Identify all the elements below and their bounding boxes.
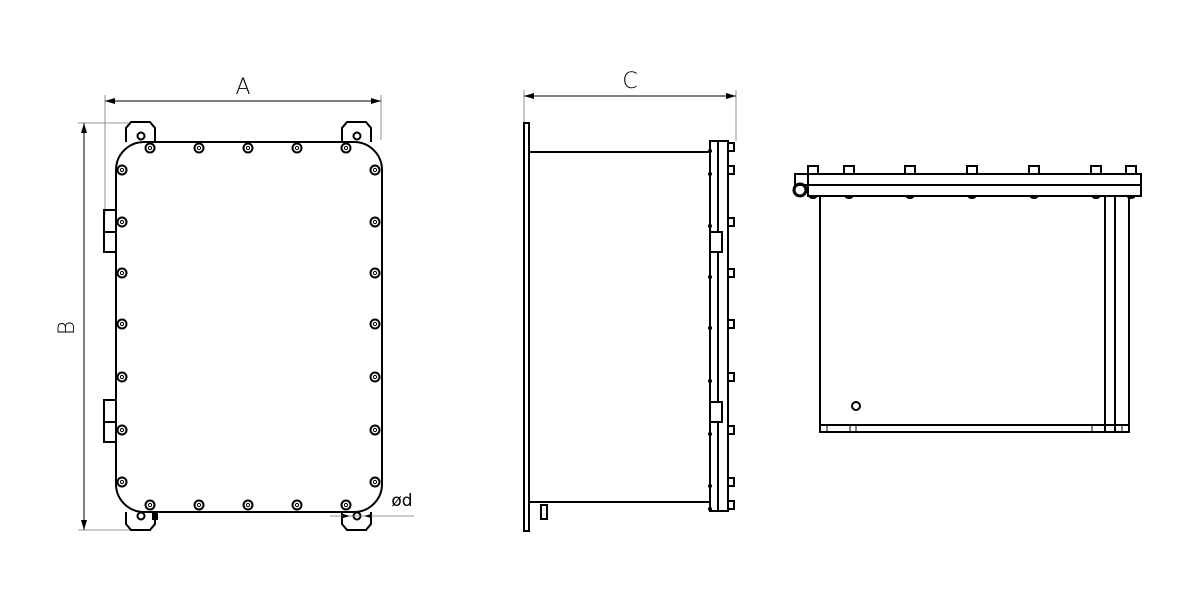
bolt-head [966, 165, 978, 175]
lug-hole [136, 131, 146, 141]
nut [708, 275, 712, 279]
dim-c-label: C [622, 69, 637, 94]
bolt-icon [242, 499, 254, 511]
bolt-icon [369, 371, 381, 383]
front-view: A B ød [55, 75, 414, 531]
hinge [709, 401, 723, 423]
bolt-head [904, 165, 916, 175]
dim-b-label: B [55, 321, 80, 335]
bolt-icon [242, 142, 254, 154]
bolt-head [727, 142, 735, 152]
enclosure-body [819, 195, 1130, 433]
nut [708, 326, 712, 330]
bolt-head [1125, 165, 1137, 175]
ground-screw [152, 512, 158, 520]
dim-d-arrows [343, 514, 371, 518]
bolt-icon [369, 424, 381, 436]
bolt-head [727, 500, 735, 510]
mounting-lug-bottom-left [125, 512, 156, 531]
bolt-head [727, 372, 735, 382]
cover-bolts [116, 142, 381, 511]
bolt-icon [116, 371, 128, 383]
cable-entry-hole [851, 401, 861, 411]
nut [708, 484, 712, 488]
bolt-icon [369, 216, 381, 228]
bolt-icon [144, 499, 156, 511]
nut [708, 432, 712, 436]
hinge-pin [792, 182, 808, 198]
bolt-icon [291, 142, 303, 154]
top-view [792, 165, 1142, 433]
bolt-head [727, 425, 735, 435]
hinge [103, 399, 117, 423]
bolt-head [1090, 165, 1102, 175]
bolt-icon [369, 476, 381, 488]
dim-a-label: A [235, 75, 250, 100]
bolt-icon [193, 142, 205, 154]
ground-screw [540, 504, 548, 520]
side-bolts [708, 142, 735, 511]
hinge [103, 231, 117, 253]
bolt-icon [369, 318, 381, 330]
bolt-icon [340, 499, 352, 511]
bolt-icon [116, 267, 128, 279]
bolt-icon [144, 142, 156, 154]
bolt-head [727, 165, 735, 175]
bolt-icon [193, 499, 205, 511]
hinge [103, 421, 117, 443]
bolt-head [807, 165, 819, 175]
bolt-icon [340, 142, 352, 154]
bolt-head [1028, 165, 1040, 175]
mounting-lug-top-right [341, 121, 372, 142]
enclosure-cover [115, 141, 383, 513]
bolt-head [727, 217, 735, 227]
hinge [103, 209, 117, 233]
bolt-icon [116, 164, 128, 176]
top-bolts [807, 165, 1137, 199]
nut [708, 507, 712, 511]
lug-hole [136, 511, 146, 521]
bolt-icon [116, 476, 128, 488]
mounting-lug-bottom-right [341, 512, 372, 531]
bolt-icon [116, 318, 128, 330]
bolt-icon [369, 164, 381, 176]
nut [708, 224, 712, 228]
mounting-lug-top-left [125, 121, 156, 142]
bolt-head [727, 319, 735, 329]
bolt-icon [116, 216, 128, 228]
nut [708, 172, 712, 176]
nut [708, 149, 712, 153]
side-view: C [523, 69, 737, 532]
bolt-head [727, 477, 735, 487]
bolt-icon [116, 424, 128, 436]
nut [708, 379, 712, 383]
bolt-icon [291, 499, 303, 511]
lug-hole [352, 131, 362, 141]
back-flange [523, 122, 530, 532]
bolt-head [727, 268, 735, 278]
hinge [709, 231, 723, 253]
bolt-head [843, 165, 855, 175]
dim-d-label: ød [391, 491, 412, 511]
bolt-icon [369, 267, 381, 279]
